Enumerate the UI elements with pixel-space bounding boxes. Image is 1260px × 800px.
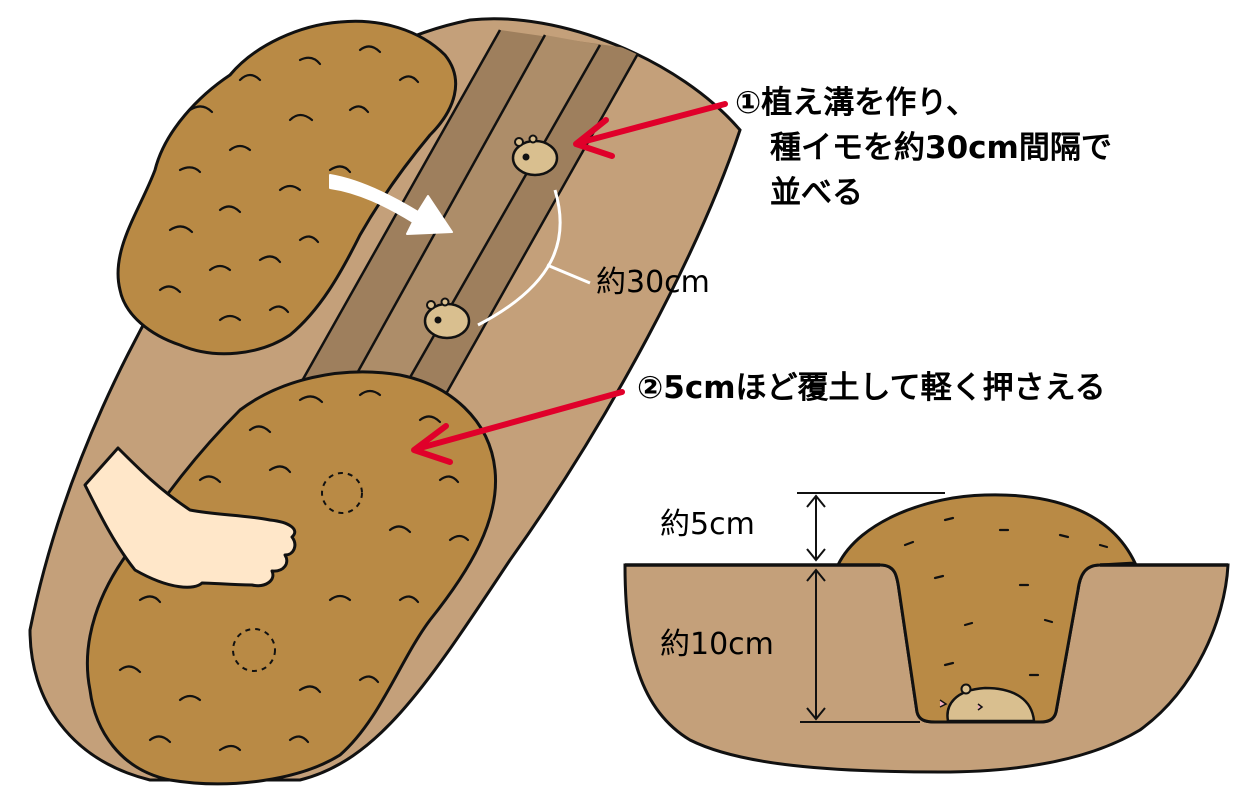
dimension-lines (797, 492, 945, 723)
seed-potato-section (939, 683, 1036, 723)
cross-section-texture (903, 516, 1109, 677)
step1-arrow (573, 101, 728, 159)
step1-line2: 種イモを約30cm間隔で (770, 130, 1112, 166)
step1-line1: ①植え溝を作り、 (735, 85, 978, 121)
cross-section-fill (835, 493, 1138, 724)
step2-arrow (411, 389, 625, 465)
soil-texture-upper (158, 45, 420, 322)
buried-potato-marker-2 (232, 628, 276, 672)
spacing-bracket (477, 189, 562, 327)
buried-potato-marker-1 (321, 472, 363, 514)
seed-potato-2 (423, 297, 471, 340)
step1-line3: 並べる (770, 175, 863, 211)
step2-label: ②5cmほど覆土して軽く押さえる (637, 370, 1106, 406)
depth-label: 約10cm (660, 627, 774, 662)
move-soil-arrow (329, 174, 453, 235)
spacing-label: 約30cm (596, 265, 710, 300)
spacing-leader (546, 263, 591, 285)
hand (83, 446, 297, 589)
soil-texture-lower (118, 389, 470, 752)
seed-potato-1 (511, 134, 559, 177)
mound-height-label: 約5cm (660, 507, 755, 542)
